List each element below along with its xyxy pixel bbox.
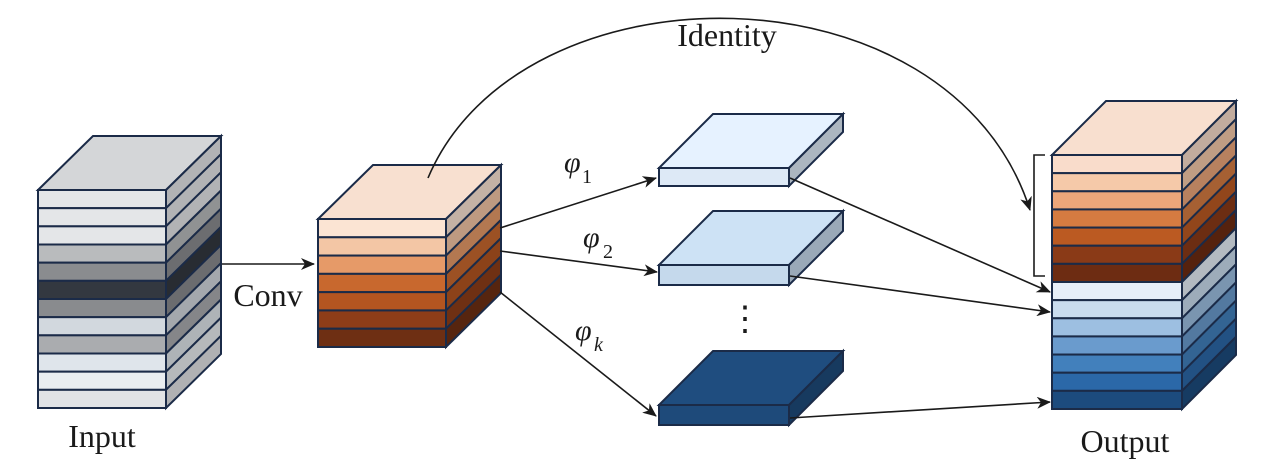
conv-layer [317, 272, 447, 294]
input-layer [37, 243, 167, 264]
ellipsis-dots: ⋮ [728, 301, 762, 338]
input-layer [37, 225, 167, 246]
output-layer [1051, 317, 1183, 338]
phik-symbol: φ [575, 314, 592, 347]
output-layer [1051, 335, 1183, 356]
phi1-subscript: 1 [582, 166, 592, 188]
input-layer [37, 261, 167, 282]
input-layer [37, 388, 167, 410]
conv-layer [317, 236, 447, 257]
phi1-front-face [658, 167, 790, 187]
input-layer [37, 189, 167, 210]
output-layer [1051, 371, 1183, 392]
phi2-feature-block [656, 208, 846, 288]
output-layer [1051, 208, 1183, 229]
output-label: Output [1081, 423, 1170, 459]
conv-layer [317, 218, 447, 239]
output-tensor-stack [1049, 98, 1239, 412]
output-layer [1051, 244, 1183, 265]
output-layer [1051, 226, 1183, 247]
input-layer [37, 298, 167, 319]
conv-layer [317, 254, 447, 275]
phik-feature-block [656, 348, 846, 428]
phik-front-face [658, 404, 790, 426]
phik-subscript: k [594, 334, 604, 356]
input-label: Input [68, 418, 136, 454]
phi1-symbol: φ [564, 146, 581, 179]
output-layer [1051, 299, 1183, 320]
identity-bracket [1033, 154, 1045, 277]
phi2-arrow [499, 250, 658, 277]
identity-label: Identity [677, 17, 777, 53]
conv-label: Conv [233, 277, 302, 313]
input-layer [37, 316, 167, 337]
output-layer [1051, 190, 1183, 211]
output-layer [1051, 389, 1183, 411]
conv-layer [317, 309, 447, 330]
phi1-feature-block [656, 111, 846, 189]
output-layer [1051, 281, 1183, 302]
output-layer [1051, 353, 1183, 374]
phi2-front-face [658, 264, 790, 286]
conv-layer [317, 327, 447, 349]
input-tensor-stack [35, 133, 224, 411]
identity-skip-arrow [427, 17, 1032, 211]
phi2-symbol: φ [583, 221, 600, 254]
input-layer [37, 334, 167, 355]
input-layer [37, 352, 167, 373]
output-layer [1051, 262, 1183, 284]
phi1-to-output-arrow [789, 177, 1051, 293]
input-layer [37, 207, 167, 228]
phik-to-output-arrow [789, 396, 1051, 419]
phi2-subscript: 2 [603, 241, 613, 263]
input-layer [37, 370, 167, 391]
output-layer [1051, 172, 1183, 193]
input-layer [37, 279, 167, 301]
conv-feature-stack [315, 162, 504, 350]
output-layer [1051, 154, 1183, 175]
phi2-to-output-arrow [789, 275, 1051, 317]
conv-layer [317, 291, 447, 312]
phi1-arrow [499, 176, 657, 229]
phik-arrow [499, 291, 657, 417]
